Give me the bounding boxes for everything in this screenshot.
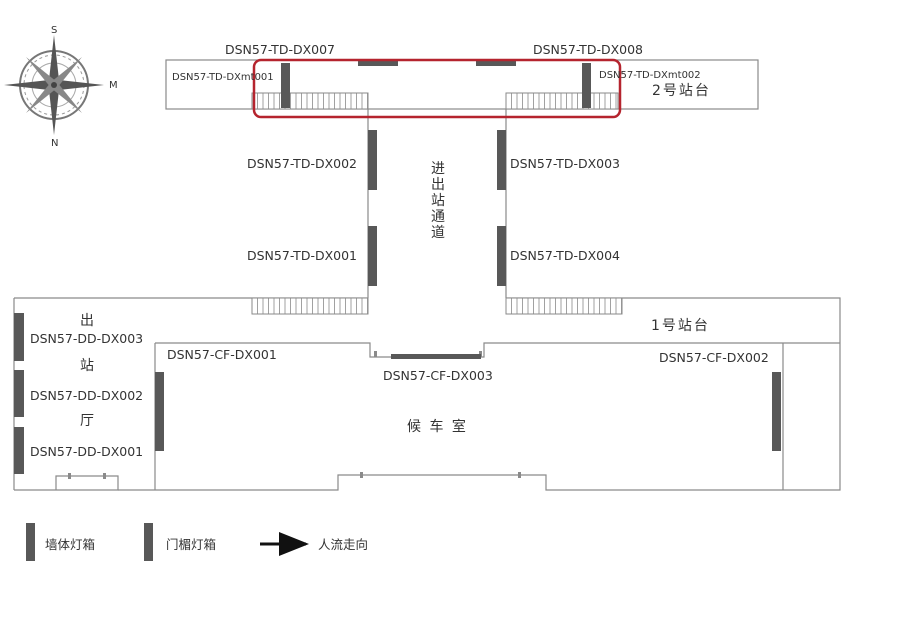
legend-passenger-flow-label: 人流走向 [318,537,368,552]
corridor-label-char: 进 [431,161,445,177]
legend-wall-lightbox-label: 墙体灯箱 [45,537,95,552]
stairs-upper-left [251,92,369,110]
label-td-dxmt002: DSN57-TD-DXmt002 [599,70,701,81]
lightbox-dd-dx001 [14,427,24,474]
label-td-dx004: DSN57-TD-DX004 [510,248,620,263]
label-cf-dx002: DSN57-CF-DX002 [659,350,769,365]
lightbox-td-dxmt002 [582,63,591,108]
lightbox-cf-dx002 [772,372,781,451]
exit-hall-label-char: 厅 [80,413,94,429]
waiting-room-label: 候 车 室 [407,418,468,435]
corridor-label-char: 出 [431,177,445,193]
label-cf-dx003: DSN57-CF-DX003 [383,368,493,383]
compass-rose-icon: S N M [4,25,118,149]
label-td-dx001: DSN57-TD-DX001 [247,248,357,263]
highlight-frame [252,58,622,119]
label-dd-dx002: DSN57-DD-DX002 [30,388,143,403]
corridor-label-char: 道 [431,225,445,241]
lightbox-td-dx007 [358,61,398,66]
label-td-dx003: DSN57-TD-DX003 [510,156,620,171]
lightbox-cf-dx001 [155,372,164,451]
door-post [374,351,377,357]
compass-north-letter: N [51,138,58,149]
exit-hall-label-char: 出 [80,313,94,329]
door-post [518,472,521,478]
platform-1-label: 1号站台 [651,318,710,334]
label-dd-dx003: DSN57-DD-DX003 [30,331,143,346]
exit-hall-label-char: 站 [80,358,94,374]
legend-lintel-lightbox-label: 门楣灯箱 [166,537,216,552]
legend: 墙体灯箱 门楣灯箱 人流走向 [26,523,368,561]
compass-south-letter: S [51,25,57,36]
lightbox-td-dx001 [368,226,377,286]
label-cf-dx001: DSN57-CF-DX001 [167,347,277,362]
stairs-upper-right [505,92,619,110]
corridor-label-char: 通 [431,209,445,225]
label-td-dx008: DSN57-TD-DX008 [533,42,643,57]
lightbox-td-dx008 [476,61,516,66]
lightbox-dd-dx002 [14,370,24,417]
compass-east-letter: M [109,80,118,91]
stairs-lower-left [251,297,369,315]
legend-wall-lightbox-swatch [26,523,35,561]
stairs-lower-right [505,297,623,315]
door-post [360,472,363,478]
label-td-dx002: DSN57-TD-DX002 [247,156,357,171]
door-post [103,473,106,479]
lightbox-cf-dx003 [391,354,481,359]
lightbox-dd-dx003 [14,313,24,361]
door-post [68,473,71,479]
legend-lintel-lightbox-swatch [144,523,153,561]
lightbox-td-dx002 [368,130,377,190]
label-td-dx007: DSN57-TD-DX007 [225,42,335,57]
corridor-label-char: 站 [431,193,445,209]
platform-2-label: 2号站台 [652,83,711,99]
lightbox-td-dx003 [497,130,506,190]
lightbox-td-dxmt001 [281,63,290,108]
lightbox-td-dx004 [497,226,506,286]
label-dd-dx001: DSN57-DD-DX001 [30,444,143,459]
label-td-dxmt001: DSN57-TD-DXmt001 [172,72,274,83]
